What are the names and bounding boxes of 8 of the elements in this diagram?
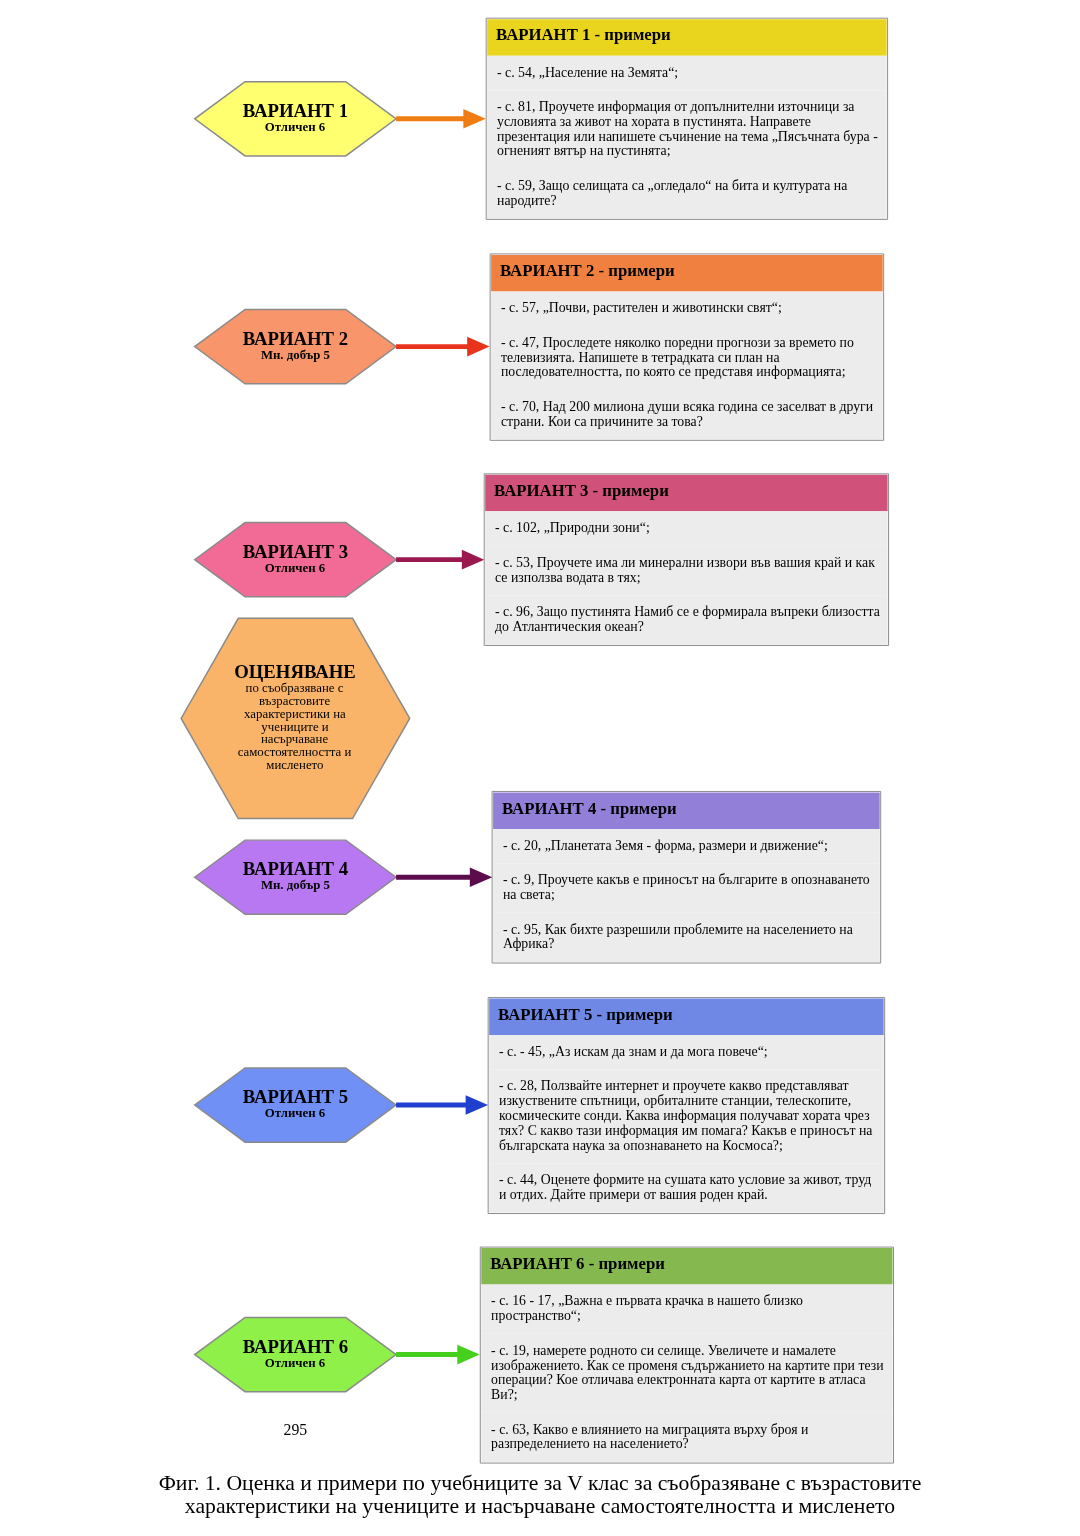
arrow (396, 108, 486, 129)
arrow (396, 549, 485, 570)
arrow (396, 867, 493, 888)
arrow (396, 1344, 480, 1365)
caption: Фиг. 1. Оценка и примери по учебниците за V клас за съобразяване с възрастовите характеристики на учениците и насърчаване самостоятелността и мисленето (158, 1470, 922, 1519)
label: 295 (283, 1421, 308, 1439)
arrow (396, 1095, 489, 1115)
arrow (396, 336, 490, 357)
